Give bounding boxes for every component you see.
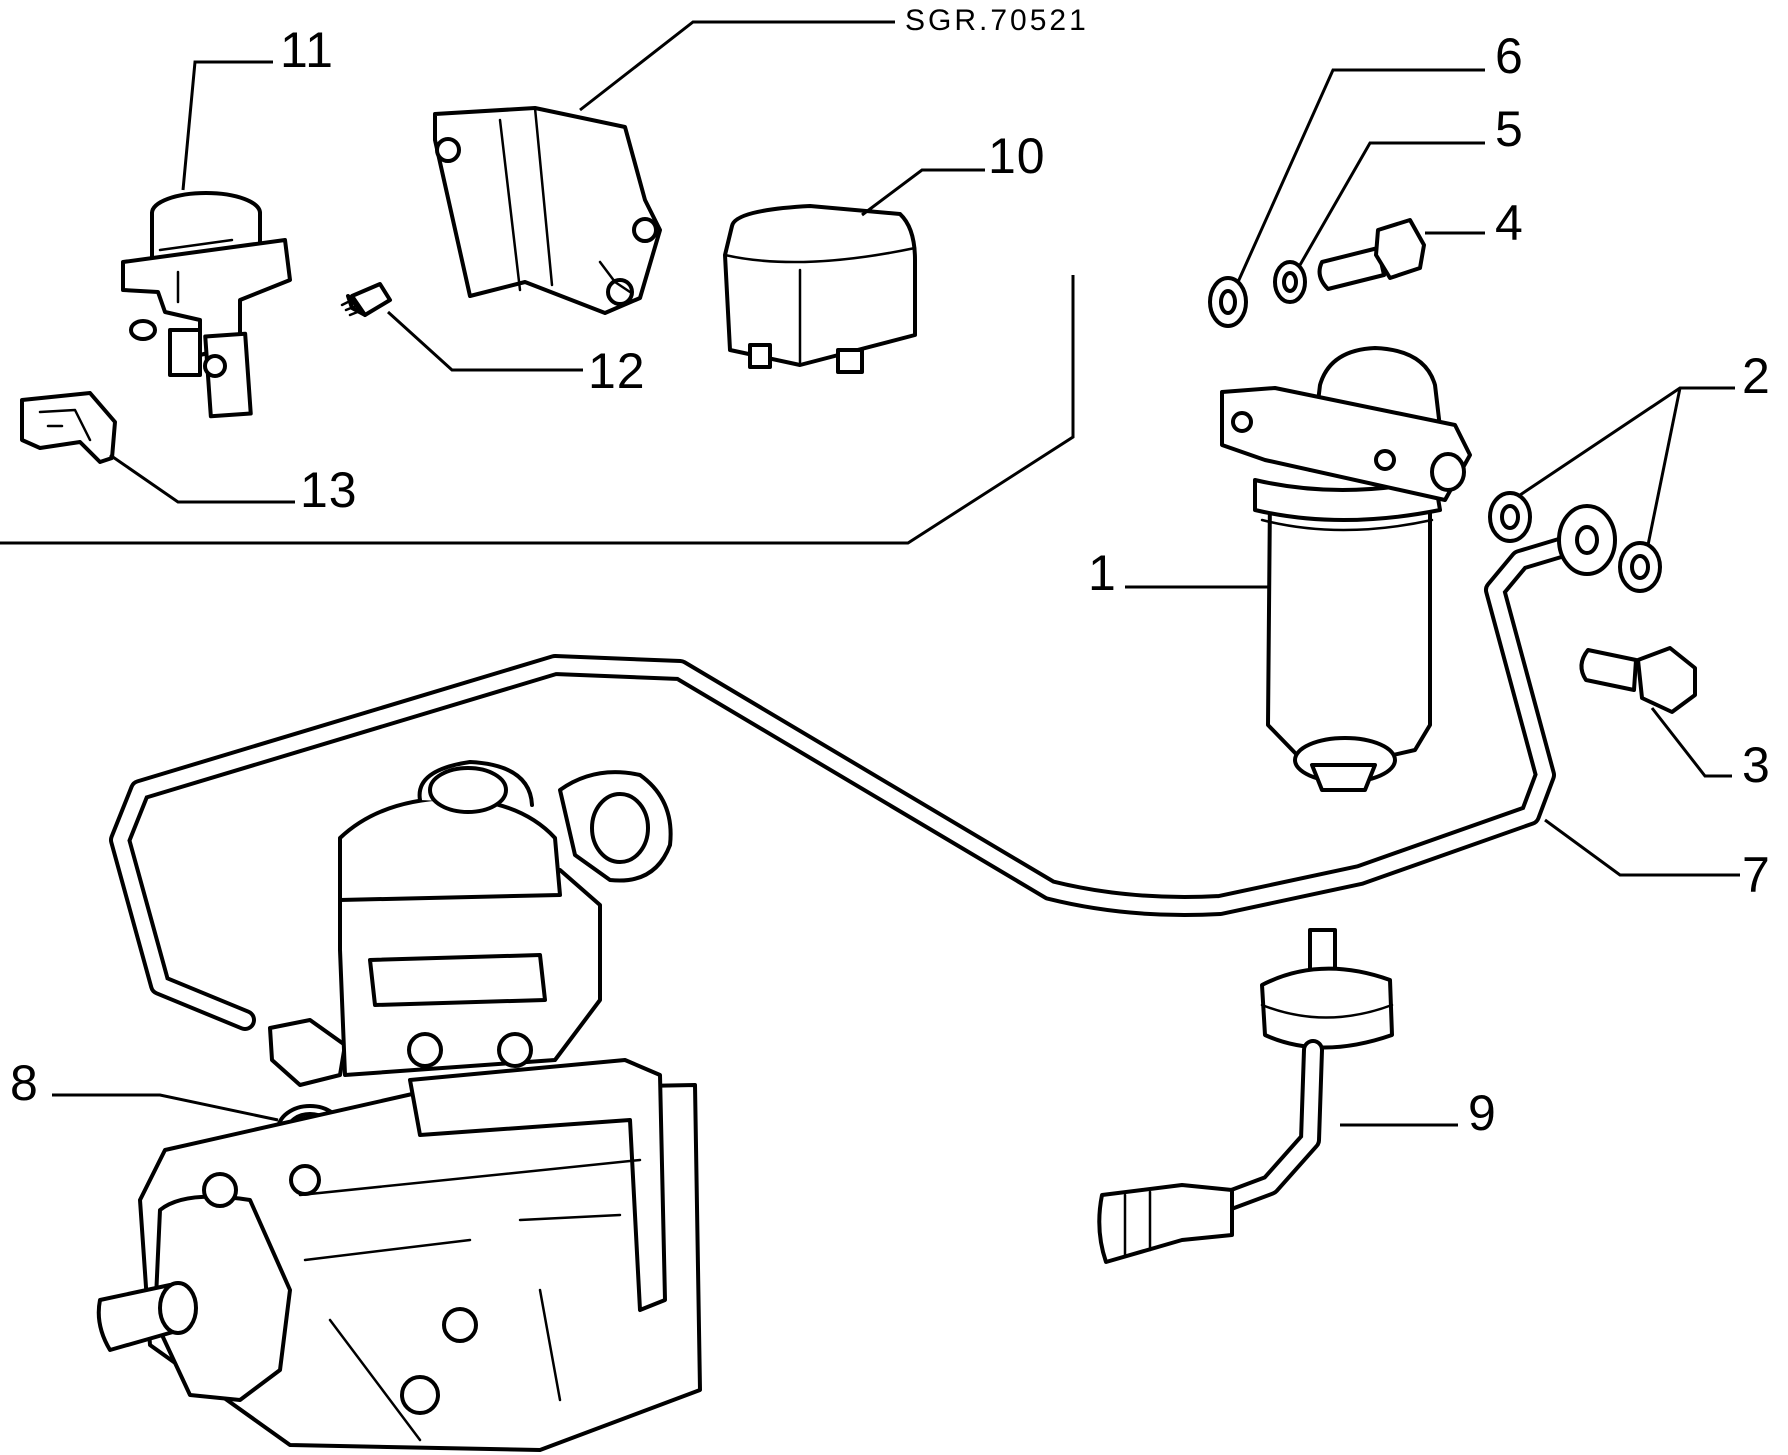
leader-7: [1544, 818, 1740, 877]
leader-11: [181, 60, 273, 191]
leader-8: [52, 1093, 279, 1122]
callout-9: 9: [1468, 1085, 1497, 1141]
part-10-relay: [723, 204, 917, 374]
part-5-washer: [1273, 260, 1307, 304]
leader-6: [1236, 68, 1485, 283]
leader-sgr: [579, 20, 895, 112]
callout-10: 10: [988, 128, 1046, 184]
callout-11: 11: [280, 22, 334, 78]
inset-frame-line: [0, 275, 1075, 545]
callout-3: 3: [1742, 737, 1771, 793]
leader-5: [1298, 141, 1485, 266]
leader-2a: [1519, 386, 1735, 497]
callout-7: 7: [1742, 847, 1771, 903]
leader-lines: [52, 20, 1740, 1127]
callout-13: 13: [300, 462, 358, 518]
leader-2b: [1646, 387, 1682, 546]
part-11-solenoid: [121, 191, 292, 419]
callout-5: 5: [1495, 101, 1524, 157]
leader-13: [109, 453, 295, 504]
leader-10: [861, 168, 985, 217]
part-7-pipe: [109, 504, 1617, 1087]
callout-numbers: 11 10 12 13 6 5 4 2 1 3 7 8 9: [10, 22, 1771, 1141]
injection-pump: [96, 760, 702, 1452]
bracket: [433, 106, 662, 315]
part-6-washer: [1208, 276, 1248, 328]
reference-code: SGR.70521: [905, 4, 1089, 37]
part-1-filter: [1220, 346, 1472, 792]
leader-3: [1650, 707, 1732, 778]
part-4-bolt: [1317, 218, 1426, 291]
callout-2: 2: [1742, 348, 1771, 404]
callout-12: 12: [588, 343, 646, 399]
part-13-clip: [20, 391, 117, 464]
callout-6: 6: [1495, 28, 1524, 84]
part-2-washers: [1488, 491, 1662, 593]
callout-8: 8: [10, 1055, 39, 1111]
leader-12: [386, 310, 583, 372]
callout-1: 1: [1088, 545, 1117, 601]
part-3-bolt: [1579, 646, 1697, 714]
part-9-sensor: [1097, 928, 1394, 1264]
part-12-screw: [340, 282, 392, 317]
callout-4: 4: [1495, 195, 1524, 251]
